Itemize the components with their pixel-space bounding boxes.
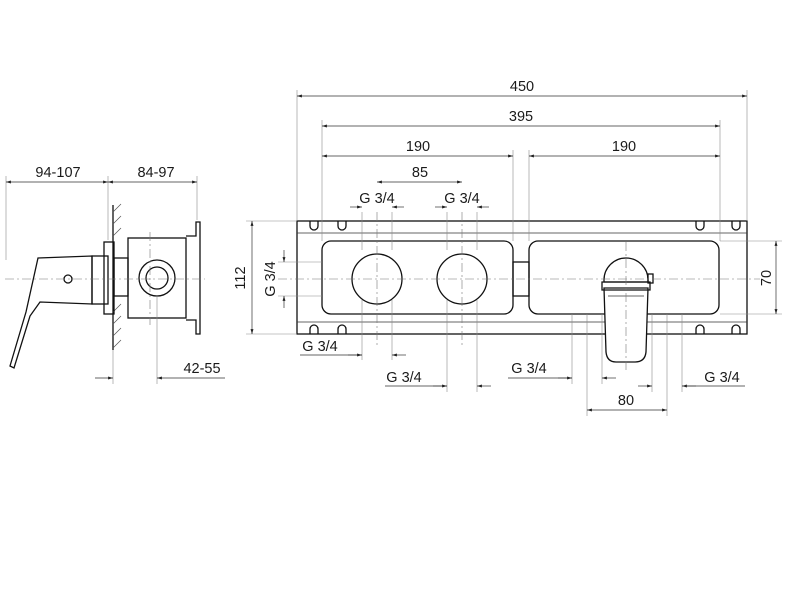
side-rosette bbox=[91, 255, 109, 305]
side-outlet-inner bbox=[145, 266, 169, 290]
dim-outlet-right-top: G 3/4 bbox=[444, 191, 479, 207]
dim-inner-width: 395 bbox=[509, 109, 533, 125]
mounting-slots-bottom bbox=[309, 324, 741, 334]
wall-hatching bbox=[112, 203, 122, 350]
dim-port-bottom-right-b: G 3/4 bbox=[704, 370, 739, 386]
dim-right-height: 70 bbox=[759, 270, 775, 286]
dim-overall-width: 450 bbox=[510, 79, 534, 95]
dim-outlet-left-top: G 3/4 bbox=[359, 191, 394, 207]
dim-height: 112 bbox=[233, 266, 249, 289]
side-mounting-bracket bbox=[186, 221, 201, 335]
side-outlet-outer bbox=[138, 259, 176, 297]
front-view: 450 395 190 190 85 G 3/4 G 3/4 112 G 3/4… bbox=[233, 79, 782, 416]
front-mixer-lever bbox=[601, 257, 654, 363]
dim-inlet-spacing: 80 bbox=[618, 393, 634, 409]
side-handle-lever bbox=[9, 255, 93, 369]
dim-port-bottom-left: G 3/4 bbox=[302, 339, 337, 355]
side-view: 94-107 84-97 42-55 bbox=[5, 165, 225, 384]
dim-body-depth: 84-97 bbox=[137, 165, 174, 181]
dim-port-bottom-mid: G 3/4 bbox=[386, 370, 421, 386]
mounting-slots-top bbox=[309, 221, 741, 231]
dim-handle-depth: 94-107 bbox=[35, 165, 80, 181]
dim-right-half: 190 bbox=[612, 139, 636, 155]
front-left-panel bbox=[321, 240, 514, 315]
dim-port-side: G 3/4 bbox=[263, 261, 279, 296]
dim-outlet-spacing: 85 bbox=[412, 165, 428, 181]
front-mounting-plate bbox=[296, 220, 748, 335]
dim-wall-depth: 42-55 bbox=[183, 361, 220, 377]
dim-left-half: 190 bbox=[406, 139, 430, 155]
side-body bbox=[113, 257, 129, 297]
dim-port-bottom-right-a: G 3/4 bbox=[511, 361, 546, 377]
